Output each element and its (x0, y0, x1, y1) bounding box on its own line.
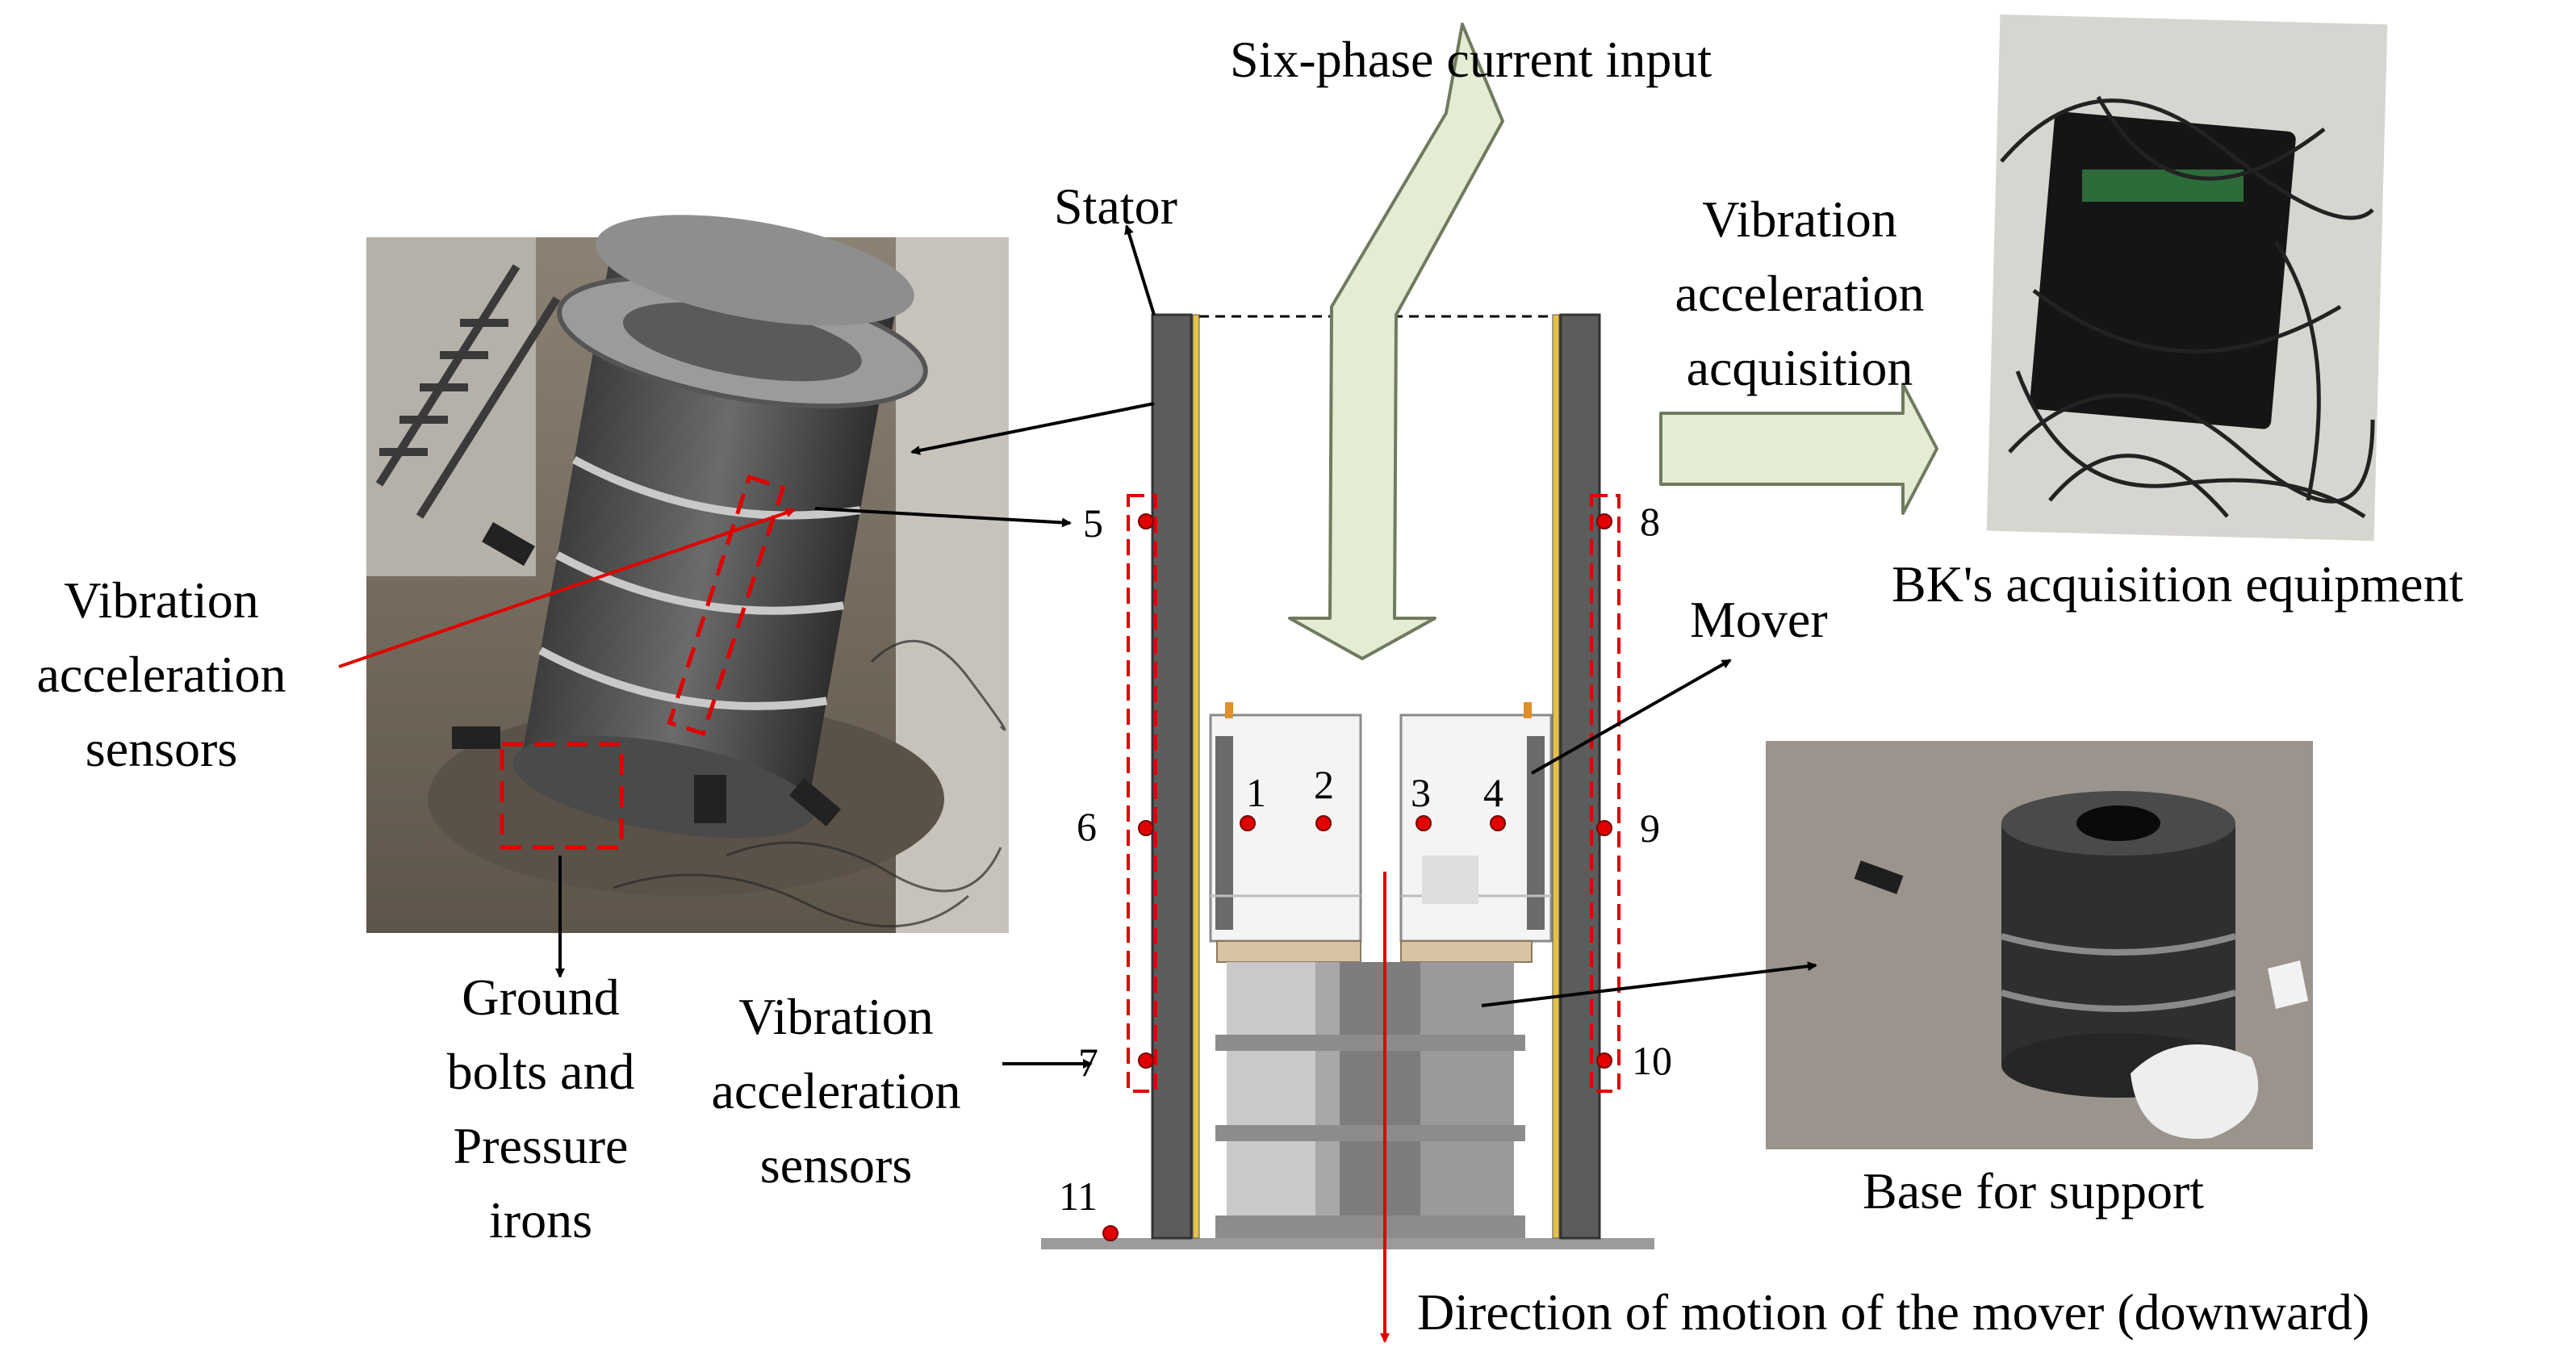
vib-acq-line-3: acquisition (1686, 339, 1913, 396)
motor-schematic (1041, 23, 1654, 1249)
ground-bolts-line-2: bolts and (446, 1043, 635, 1100)
sensor-dot-2 (1315, 815, 1332, 831)
sensor-number-10: 10 (1632, 1038, 1672, 1083)
sensor-number-4: 4 (1483, 770, 1503, 815)
sensor-dot-1 (1240, 815, 1256, 831)
sensor-dot-9 (1596, 820, 1612, 836)
sensor-number-5: 5 (1083, 500, 1103, 546)
sensor-dot-4 (1490, 815, 1506, 831)
sensor-number-2: 2 (1314, 762, 1334, 807)
ground-bolts-line-4: irons (489, 1191, 592, 1249)
acquisition-arrow (1659, 383, 1938, 515)
mid-sensors-line-2: acceleration (711, 1062, 961, 1119)
direction-label: Direction of motion of the mover (downwa… (1417, 1283, 2370, 1341)
left-sensors-line-1: Vibration (64, 571, 259, 629)
middle-sensors-label: Vibration acceleration sensors (675, 980, 997, 1203)
sensor-dot-5 (1138, 513, 1154, 529)
base-support-label: Base for support (1863, 1162, 2205, 1220)
left-sensors-line-3: sensors (85, 720, 238, 777)
base-support-photo (1766, 741, 2313, 1149)
sensor-number-7: 7 (1078, 1040, 1098, 1085)
left-sensors-line-2: acceleration (36, 646, 286, 703)
six-phase-input-label: Six-phase current input (1230, 31, 1712, 88)
sensor-number-3: 3 (1411, 770, 1431, 815)
ground-bolts-line-1: Ground (462, 969, 620, 1026)
ground-bolts-label: Ground bolts and Pressure irons (379, 960, 702, 1257)
sensor-dot-10 (1596, 1052, 1612, 1069)
sensor-dots (1102, 513, 1612, 1241)
sensor-dot-3 (1416, 815, 1432, 831)
sensor-dot-11 (1102, 1225, 1119, 1241)
bk-equipment-label: BK's acquisition equipment (1892, 555, 2464, 613)
stator-photo (366, 215, 1009, 933)
vib-acq-line-2: acceleration (1675, 265, 1925, 322)
sensor-number-9: 9 (1640, 805, 1660, 851)
mid-sensors-line-3: sensors (759, 1136, 913, 1194)
sensor-number-1: 1 (1246, 770, 1266, 815)
left-sensors-label: Vibration acceleration sensors (0, 563, 323, 786)
sensor-dot-6 (1138, 820, 1154, 836)
stator-label: Stator (1054, 178, 1177, 235)
mover-label: Mover (1690, 591, 1828, 648)
sensor-number-6: 6 (1077, 804, 1097, 849)
vibration-acquisition-label: Vibration acceleration acquisition (1638, 182, 1961, 405)
ground-bolts-line-3: Pressure (453, 1117, 629, 1174)
vib-acq-line-1: Vibration (1702, 190, 1897, 248)
mid-sensors-line-1: Vibration (738, 988, 934, 1045)
sensor-pointer-red (338, 508, 796, 668)
sensor-dot-7 (1138, 1052, 1154, 1069)
leader-lines (555, 224, 1817, 1069)
sensor-dot-8 (1596, 513, 1612, 529)
sensor-number-8: 8 (1640, 499, 1660, 544)
sensor-number-11: 11 (1059, 1174, 1098, 1219)
bk-equipment-photo (1986, 14, 2388, 542)
